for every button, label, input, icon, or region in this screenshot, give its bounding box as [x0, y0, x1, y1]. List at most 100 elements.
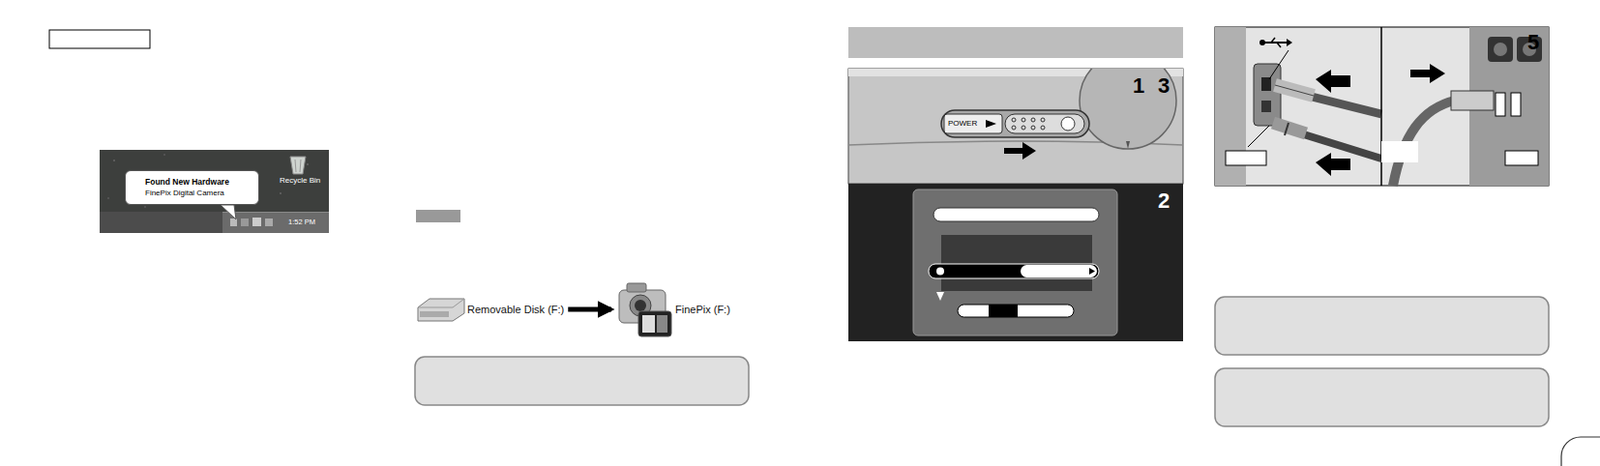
lcd-screen — [936, 267, 945, 276]
desktop-screenshot — [99, 211, 329, 234]
connection-photo — [1274, 85, 1314, 96]
connection-photo — [1259, 39, 1266, 46]
lcd-screen — [988, 304, 1018, 318]
camera-photo — [1021, 118, 1026, 122]
connection-photo — [1225, 150, 1267, 166]
desktop-screenshot — [240, 218, 249, 227]
node-title: FinePix (F:) — [675, 299, 731, 320]
lcd-screen — [1020, 265, 1097, 278]
desktop-screenshot — [99, 149, 329, 234]
camera-photo — [1022, 142, 1037, 160]
note-box — [1214, 296, 1549, 356]
connection-photo — [1381, 141, 1419, 163]
connection-photo — [1511, 92, 1521, 117]
desktop-screenshot — [295, 159, 297, 173]
connection-photo — [1214, 27, 1549, 186]
connection-photo — [1276, 42, 1281, 48]
desktop-screenshot — [265, 218, 273, 227]
drive-icon-label: Removable Disk (F:) — [414, 299, 564, 320]
camera-photo — [1040, 118, 1045, 122]
desktop-screenshot — [279, 192, 282, 195]
connection-photo — [1273, 122, 1306, 134]
desktop-screenshot — [144, 206, 147, 208]
lcd-screen — [913, 189, 1118, 336]
page-tab — [1561, 437, 1600, 466]
camera-icon — [619, 283, 672, 337]
desktop-screenshot — [107, 197, 110, 200]
connection-photo — [1495, 92, 1506, 117]
camera-photo — [1021, 125, 1026, 130]
note-box — [1214, 296, 1549, 356]
grey-tag — [415, 209, 461, 223]
connection-photo — [1451, 90, 1494, 111]
grey-tag — [415, 209, 461, 223]
camera-photo — [1079, 68, 1177, 149]
lcd-screen — [1089, 267, 1096, 275]
button-label: POWER — [948, 119, 978, 128]
connection-photo — [1286, 38, 1293, 47]
heading-box — [49, 29, 150, 49]
connection-photo — [1410, 63, 1446, 84]
heading-box — [49, 29, 150, 49]
notification-balloon: Found New HardwareFinePix Digital Camera — [124, 170, 260, 206]
camera-photo — [944, 114, 1003, 134]
camera-photo — [1004, 148, 1026, 154]
callout-number: 2 — [1157, 190, 1170, 212]
connection-photo — [1247, 125, 1270, 148]
desktop-screenshot — [113, 159, 116, 162]
lcd-screen — [928, 264, 1099, 279]
desktop-icon-label: Recycle Bin — [279, 177, 321, 185]
node-title: Removable Disk (F:) — [467, 299, 564, 320]
connection-photo — [1274, 85, 1314, 96]
lcd-screen — [941, 235, 1093, 292]
camera-photo — [941, 110, 1090, 138]
lcd-screen — [933, 207, 1099, 222]
disk-icon — [417, 298, 465, 322]
connection-photo — [1271, 37, 1275, 43]
lcd-screen — [848, 183, 1184, 342]
arrow-connector — [567, 307, 612, 313]
desktop-screenshot — [222, 211, 329, 234]
connection-photo — [1487, 36, 1513, 62]
connection-photo — [1253, 63, 1281, 126]
camera-photo — [1061, 117, 1075, 131]
callout-number: 5 — [1527, 31, 1540, 54]
camera-photo — [1125, 141, 1130, 149]
camera-icon — [656, 315, 668, 333]
disk-icon — [417, 298, 465, 322]
desktop-screenshot — [299, 159, 301, 173]
desktop-screenshot — [163, 153, 166, 156]
node-text: FinePix Digital Camera — [145, 187, 243, 200]
connection-photo — [1284, 122, 1289, 136]
section-bar — [848, 27, 1184, 59]
connection-photo — [1214, 27, 1549, 186]
camera-photo — [985, 119, 997, 128]
note-box — [414, 356, 749, 406]
camera-photo — [1011, 118, 1016, 122]
camera-photo — [1040, 125, 1045, 130]
desktop-screenshot — [222, 211, 329, 213]
camera-photo — [1031, 118, 1036, 122]
lcd-screen — [936, 292, 945, 301]
disk-icon — [417, 298, 465, 308]
disk-icon — [419, 311, 449, 318]
connection-photo — [1315, 152, 1351, 177]
camera-photo — [1005, 114, 1085, 134]
clock-text: 1:52 PM — [288, 218, 316, 227]
section-bar — [848, 27, 1184, 59]
connection-photo — [1505, 150, 1539, 166]
connection-photo — [1263, 41, 1287, 44]
page-tab — [1561, 437, 1600, 466]
connection-photo — [1493, 42, 1508, 57]
camera-photo — [848, 52, 1184, 184]
desktop-screenshot — [99, 149, 329, 234]
note-box — [414, 356, 749, 406]
connection-photo — [1294, 131, 1382, 159]
desktop-screenshot — [252, 217, 262, 227]
desktop-screenshot — [290, 156, 306, 175]
connection-photo — [1261, 100, 1272, 113]
camera-icon — [626, 283, 647, 293]
callout-number: 1 — [1132, 75, 1145, 97]
connection-photo — [1269, 50, 1289, 80]
